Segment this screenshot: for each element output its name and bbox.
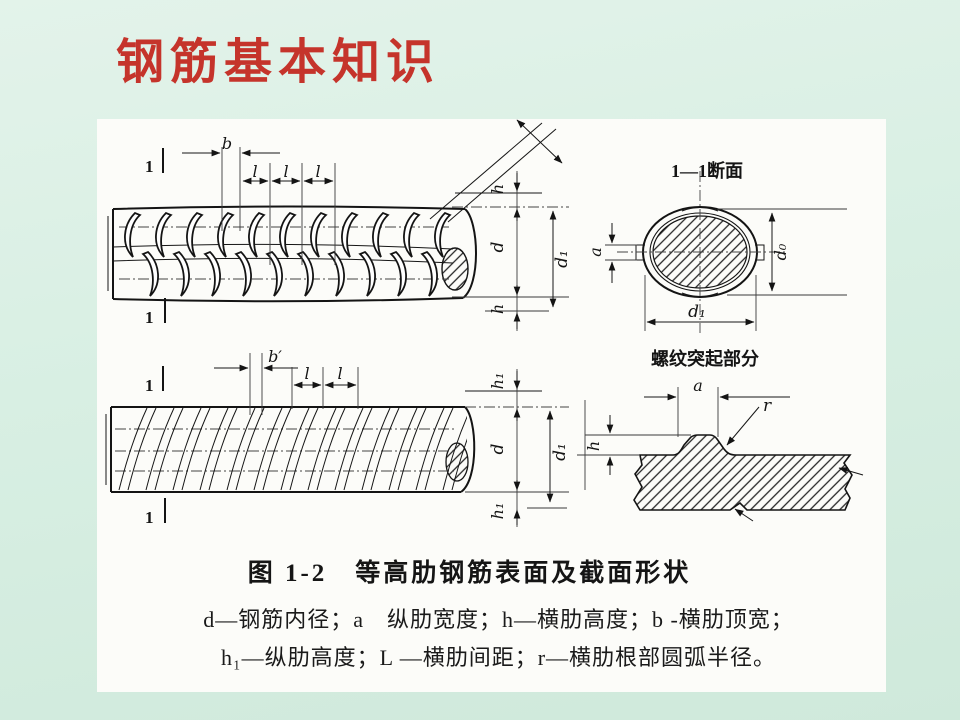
section-mark-1: 1	[145, 508, 154, 527]
dim-label-l: l	[252, 162, 257, 181]
thread-protrusion-note: 螺纹突起部分	[651, 348, 759, 369]
section-mark-1: 1	[145, 376, 154, 395]
rebar-figure-drawing: 1 1 b l l l	[105, 119, 864, 527]
dim-label-d: d	[488, 241, 508, 252]
section-mark-1: 1	[145, 157, 154, 176]
slide-title: 钢筋基本知识	[116, 36, 441, 89]
dim-label-a: a	[586, 247, 605, 257]
figure-legend-line2: h₁—纵肋高度；L —横肋间距；r—横肋根部圆弧半径。	[220, 645, 777, 670]
dim-label-l: l	[304, 364, 309, 383]
section-mark-1: 1	[145, 308, 154, 327]
rebar-bottom-dimensions: 1 1 b′ l l	[145, 347, 570, 527]
dim-label-d1-section: d₁	[688, 302, 706, 322]
figure-legend-line1: d—钢筋内径；a 纵肋宽度；h—横肋高度；b -横肋顶宽；	[203, 607, 794, 632]
figure-panel: 1 1 b l l l	[97, 119, 886, 692]
dim-label-h1-top: h₁	[488, 373, 507, 390]
dim-label-h-bottom: h	[488, 304, 507, 314]
dim-label-d1: d₁	[550, 443, 570, 461]
dim-label-b: b	[222, 134, 232, 153]
dim-label-l: l	[315, 162, 320, 181]
dim-label-d: d	[488, 443, 508, 454]
dim-label-b-prime: b′	[268, 347, 282, 366]
dim-label-d1: d₁	[552, 250, 572, 268]
dim-label-a-detail: a	[693, 376, 703, 395]
dim-label-r: r	[763, 396, 772, 416]
dim-label-h-detail: h	[584, 441, 603, 451]
dim-label-h1-bottom: h₁	[488, 503, 507, 520]
figure-caption: 图 1-2 等高肋钢筋表面及截面形状	[247, 560, 692, 587]
dim-label-d0: d₀	[771, 243, 790, 260]
dim-label-l: l	[283, 162, 288, 181]
cross-section-title: 1—1断面	[671, 160, 743, 181]
rib-profile-detail: a h r	[577, 376, 864, 522]
dim-label-l: l	[337, 364, 342, 383]
cross-section-1-1: 1—1断面 a d₀	[586, 160, 847, 369]
rebar-top-dimensions: 1 1 b l l l	[145, 119, 572, 331]
dim-label-h-top: h	[488, 184, 507, 194]
rebar-top-view-crescent	[107, 205, 477, 303]
rebar-bottom-view-spiral	[105, 406, 476, 493]
rib-profile-shape	[633, 434, 853, 511]
